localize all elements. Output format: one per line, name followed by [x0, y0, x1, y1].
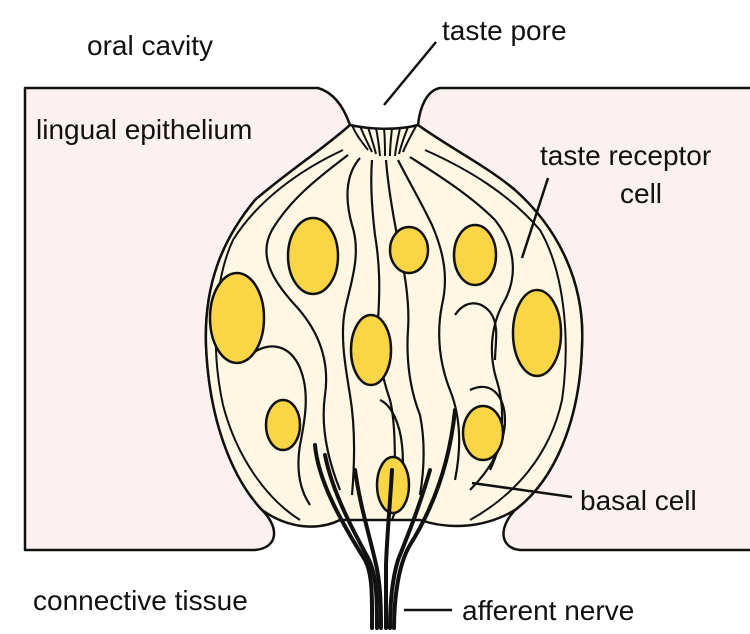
cell-outline-10 [469, 385, 507, 491]
nucleus [286, 216, 340, 296]
nucleus [264, 398, 302, 452]
cell-outline-7 [249, 345, 311, 506]
nucleus [349, 313, 393, 387]
leader-lines [383, 41, 573, 612]
bud-inner-membrane-right [424, 149, 567, 521]
cell-outline-5 [397, 159, 461, 481]
cell-outline-1 [265, 154, 349, 491]
basal-cell-label: basal cell [580, 485, 697, 516]
oral-cavity-label: oral cavity [87, 30, 213, 61]
lingual-epithelium-label: lingual epithelium [36, 114, 252, 145]
afferent-nerve-label: afferent nerve [462, 595, 634, 626]
cell-outline-2 [341, 157, 361, 496]
basal-cell-leader [471, 481, 573, 499]
nuclei [208, 216, 563, 515]
cell-outline-9 [454, 302, 498, 361]
taste-pore-leader [383, 41, 437, 106]
receptor-cell-leader [520, 177, 550, 259]
taste-receptor-cell-label-line1: taste receptor [540, 140, 711, 171]
taste-receptor-cell-label-line2: cell [620, 178, 662, 209]
cell-outline-4 [384, 159, 425, 496]
nucleus [452, 223, 498, 287]
nucleus [388, 225, 430, 275]
nucleus [511, 288, 563, 378]
nucleus [461, 404, 505, 462]
nucleus [208, 271, 266, 365]
taste-pore-label: taste pore [442, 15, 567, 46]
afferent-nerve-fibres [313, 408, 457, 630]
connective-tissue-label: connective tissue [33, 585, 248, 616]
microvilli [351, 124, 417, 157]
